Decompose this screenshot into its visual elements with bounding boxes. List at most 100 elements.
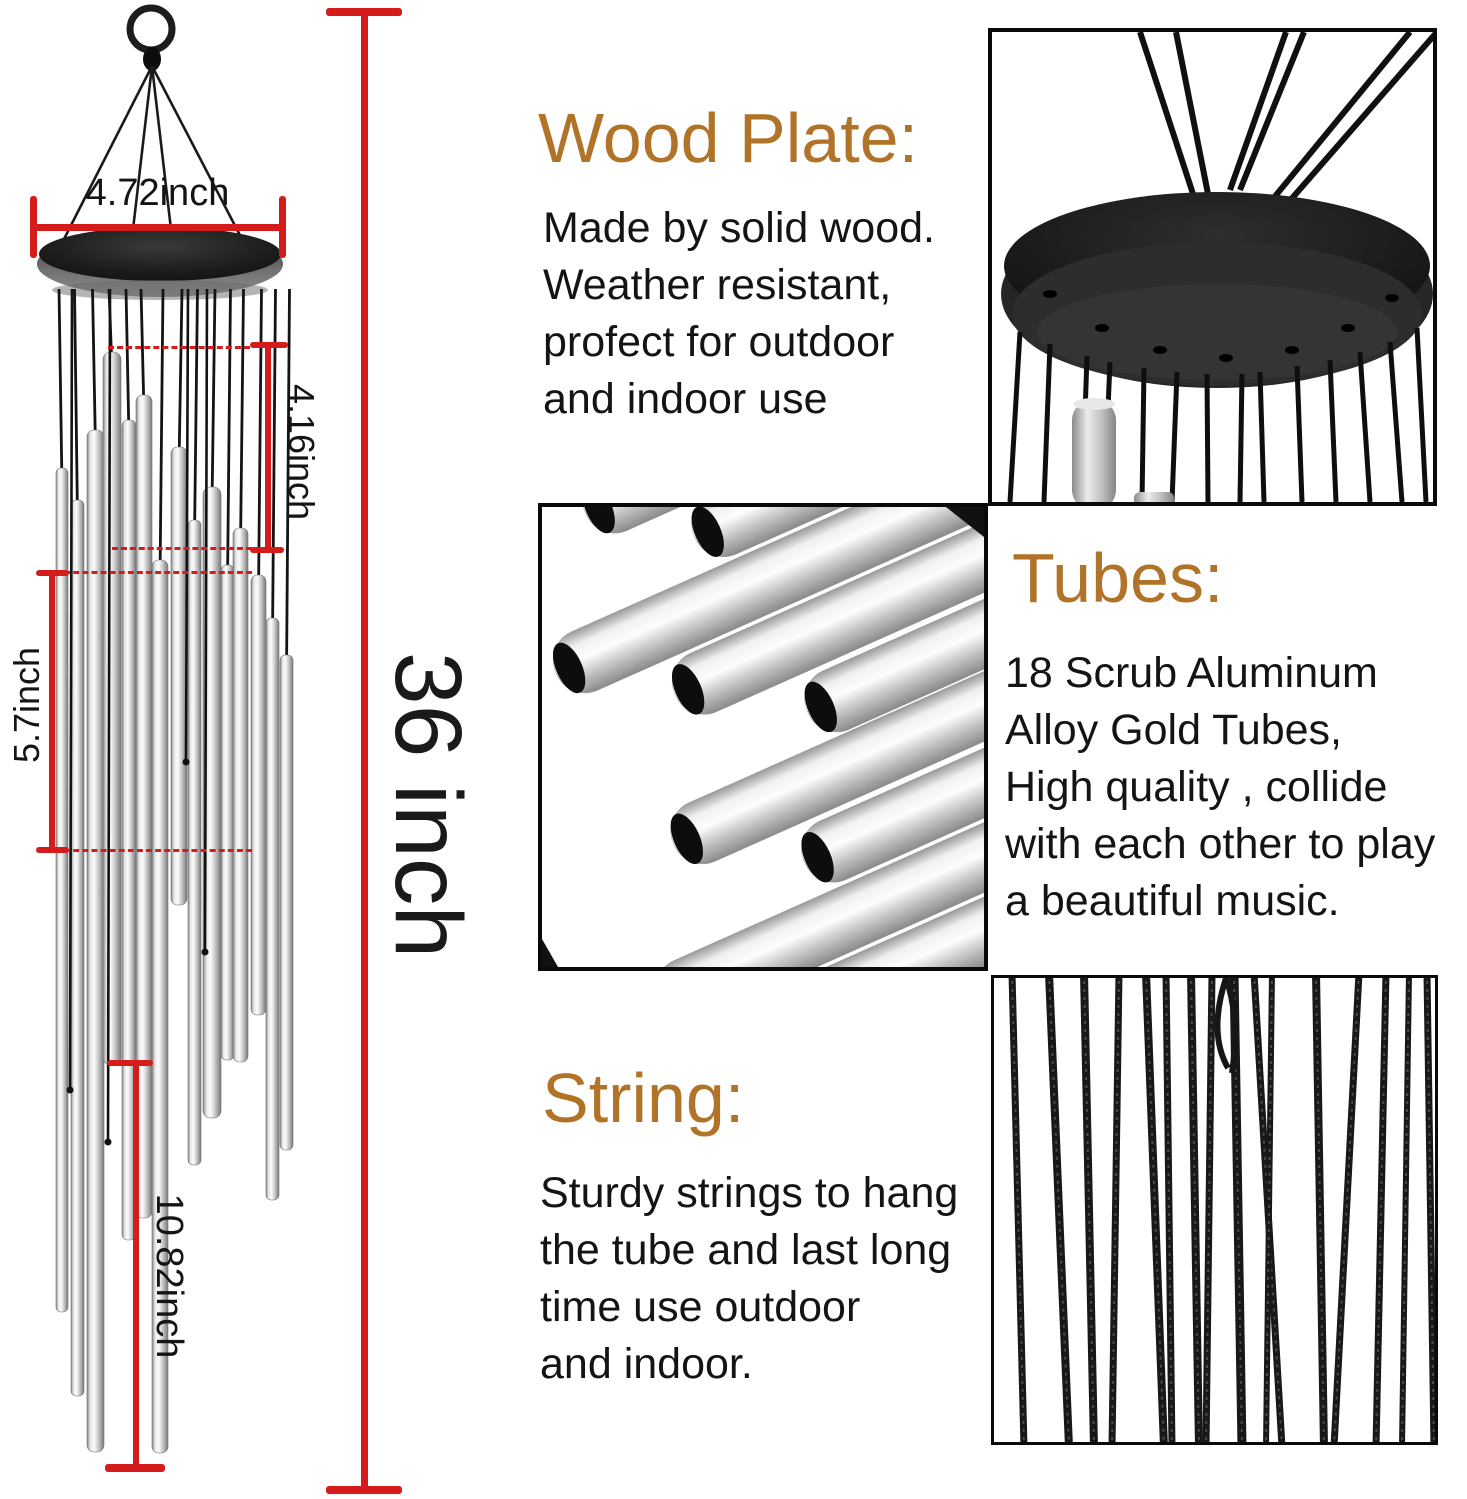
chime-string: [68, 288, 74, 1091]
chime-tube: [265, 617, 280, 1201]
chime-string: [177, 288, 184, 466]
aluminum-tube: [670, 507, 984, 865]
chime-string: [158, 288, 165, 579]
tube-opening: [670, 813, 703, 865]
plate-hole: [1153, 346, 1167, 354]
dim-tick: [36, 570, 69, 576]
chime-tube: [187, 519, 202, 1166]
chime-tube: [86, 429, 105, 1453]
tube-opening: [801, 831, 834, 883]
string-strand: [1399, 978, 1412, 1442]
wood-plate-heading: Wood Plate:: [538, 99, 919, 177]
string-strand: [1162, 978, 1176, 1442]
plate-string: [1139, 367, 1147, 502]
dim-dash: [46, 571, 252, 574]
chime-tube: [279, 654, 294, 1151]
dim-tick: [30, 196, 37, 258]
tubes-photo: [538, 503, 988, 971]
plate-string: [1041, 343, 1053, 502]
plate-string: [1357, 351, 1373, 502]
plate-hole: [1385, 294, 1399, 302]
chime-string: [91, 288, 97, 449]
tubes-heading: Tubes:: [1012, 539, 1224, 617]
string-strand: [1263, 978, 1275, 1442]
chime-tube: [170, 446, 188, 906]
chime-tube: [55, 467, 69, 1313]
string-strand: [1202, 978, 1216, 1442]
dim-label-middle-drop: 5.7inch: [6, 646, 47, 764]
chime-string: [239, 288, 245, 547]
chime-string: [184, 288, 190, 763]
string-strand: [1187, 978, 1203, 1442]
dim-line-middle-drop: [49, 573, 55, 852]
tubes-body: 18 Scrub Aluminum Alloy Gold Tubes, High…: [1005, 649, 1436, 925]
chime-tube: [151, 559, 169, 1454]
chime-tubes: [55, 351, 294, 1454]
plate-hole: [1043, 290, 1057, 298]
tube-opening: [671, 664, 705, 715]
hanger-strings: [60, 65, 246, 244]
string-strand: [1080, 978, 1098, 1442]
aluminum-tubes-closeup: [552, 507, 984, 967]
wood-plate-photo: [988, 28, 1437, 506]
dim-tick: [326, 8, 402, 16]
string-body: Sturdy strings to hang the tube and last…: [540, 1169, 959, 1388]
chime-tube: [232, 527, 249, 1063]
plate-string: [1204, 373, 1211, 502]
chime-string: [124, 288, 131, 439]
strings-photo: [991, 975, 1438, 1445]
plate-string: [1387, 341, 1405, 502]
plate-string: [1237, 373, 1245, 502]
photo-corner: [542, 939, 558, 967]
chime-long-strings: [66, 288, 209, 1146]
hanging-ring: [126, 4, 176, 71]
tube-opening: [691, 507, 724, 557]
dim-dash: [108, 346, 250, 349]
chime-tube: [102, 351, 122, 1066]
string-strand: [1008, 978, 1028, 1442]
plate-string: [1257, 371, 1267, 502]
aluminum-tube: [582, 507, 984, 534]
string-heading: String:: [542, 1059, 745, 1137]
chime-string: [106, 288, 112, 1143]
dim-line-lower-drop: [133, 1063, 139, 1471]
strings-closeup: [1008, 978, 1435, 1442]
dim-dash: [112, 547, 252, 550]
plate-hole: [1095, 324, 1109, 332]
chime-tube: [70, 499, 85, 1397]
chime-string: [203, 288, 209, 953]
plate-hole: [1219, 354, 1233, 362]
aluminum-tube: [672, 507, 984, 715]
chime-string: [285, 288, 291, 674]
aluminum-tube: [691, 507, 984, 557]
chime-tube: [250, 574, 267, 1016]
string-knot: [182, 758, 190, 766]
chime-string: [257, 288, 263, 594]
photo-corner: [946, 507, 984, 537]
string-strand: [1372, 978, 1390, 1442]
plate-hole: [1285, 346, 1299, 354]
dim-tick: [250, 547, 284, 553]
chime-string: [210, 288, 217, 506]
aluminum-tube: [655, 632, 984, 967]
chime-string: [193, 288, 199, 539]
plate-string: [1007, 331, 1023, 502]
string-knot: [66, 1086, 74, 1094]
plate-string: [1169, 371, 1180, 502]
string-strand: [1045, 978, 1073, 1442]
wind-chime-photo: [37, 4, 294, 1454]
chime-string: [226, 288, 232, 584]
string-knot: [104, 1138, 112, 1146]
plate-holes: [1043, 290, 1399, 362]
string-strand: [1312, 978, 1328, 1442]
plate-hole: [1341, 324, 1355, 332]
tube-opening: [582, 507, 615, 534]
aluminum-tube: [783, 650, 984, 967]
dim-tick: [279, 196, 286, 258]
dim-dash: [46, 849, 252, 852]
aluminum-tube: [552, 507, 984, 694]
chime-string: [139, 288, 146, 414]
dim-label-upper-drop: 4.16inch: [281, 383, 322, 521]
string-strand: [1330, 978, 1363, 1442]
